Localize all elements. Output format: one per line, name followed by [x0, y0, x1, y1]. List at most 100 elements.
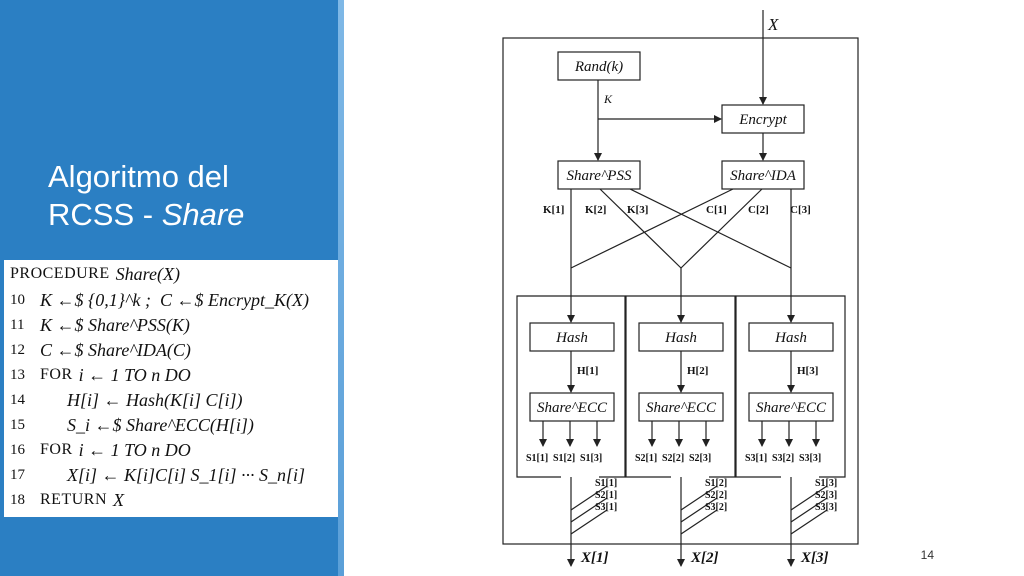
hash-box [529, 322, 615, 352]
k-share-label: K[1] [543, 204, 564, 216]
s-share-label: S3[3] [799, 453, 821, 464]
line-number: 18 [10, 491, 25, 508]
s-collect-slash [570, 497, 608, 523]
s-share-label: S1[3] [580, 453, 602, 464]
s-collect-label: S1[1] [595, 478, 617, 489]
k2-line [599, 188, 682, 269]
line-number: 15 [10, 416, 25, 433]
slide-title: Algoritmo del RCSS - Share [48, 158, 328, 234]
c2-line [680, 188, 763, 269]
column-frame [516, 295, 626, 478]
s-collect-label: S3[1] [595, 502, 617, 513]
s-share-label: S1[2] [553, 453, 575, 464]
algorithm-line: 10 K ←$ {0,1}^k ; C ←$ Encrypt_K(X) [10, 288, 309, 312]
share-ida-box [721, 160, 805, 190]
line-number: 10 [10, 291, 25, 308]
algorithm-box: PROCEDURE Share(X) 10 K ←$ {0,1}^k ; C ←$… [4, 260, 338, 517]
s-share-label: S2[3] [689, 453, 711, 464]
s-collect-label: S2[3] [815, 490, 837, 501]
share-pss-box [557, 160, 641, 190]
h-label: H[2] [687, 365, 708, 377]
s-share-label: S2[1] [635, 453, 657, 464]
title-line2-prefix: RCSS - [48, 197, 162, 232]
encrypt-box-label: Encrypt [738, 112, 787, 128]
column-frame [625, 295, 736, 478]
line-keyword: FOR [40, 441, 73, 458]
algorithm-line: 14 H[i] ← Hash(K[i] C[i]) [10, 388, 243, 412]
s-collect-label: S3[3] [815, 502, 837, 513]
hash-box-label: Hash [774, 330, 807, 346]
output-label: X[1] [580, 550, 609, 566]
sidebar-edge [338, 0, 344, 576]
share-pss-box-label: Share^PSS [567, 168, 632, 184]
h-label: H[3] [797, 365, 818, 377]
line-number: 13 [10, 366, 25, 383]
s-collect-label: S1[3] [815, 478, 837, 489]
s-collect-slash [680, 497, 718, 523]
c-share-label: C[3] [790, 204, 811, 216]
hash-box-label: Hash [664, 330, 697, 346]
s-collect-slash [680, 485, 718, 511]
line-code: C ←$ Share^IDA(C) [40, 339, 191, 360]
hash-box [638, 322, 724, 352]
input-label: X [767, 15, 779, 34]
s-collect-label: S3[2] [705, 502, 727, 513]
s-collect-label: S1[2] [705, 478, 727, 489]
hash-box-label: Hash [555, 330, 588, 346]
encrypt-box [721, 104, 805, 134]
algorithm-line: 12 C ←$ Share^IDA(C) [10, 338, 191, 362]
share-ecc-box-label: Share^ECC [756, 400, 827, 416]
line-code: X[i] ← K[i]C[i] S_1[i] ··· S_n[i] [40, 464, 306, 485]
page-number: 14 [920, 548, 934, 562]
s-share-label: S3[1] [745, 453, 767, 464]
share-ecc-box [529, 392, 615, 422]
c-share-label: C[1] [706, 204, 727, 216]
procedure-signature: Share(X) [115, 263, 180, 284]
key-label: K [603, 92, 613, 106]
line-code: H[i] ← Hash(K[i] C[i]) [40, 389, 243, 410]
algorithm-line: 17 X[i] ← K[i]C[i] S_1[i] ··· S_n[i] [10, 463, 305, 487]
s-share-label: S1[1] [526, 453, 548, 464]
title-line2-italic: Share [161, 197, 245, 232]
rand-box [557, 51, 641, 81]
title-line1: Algoritmo del [48, 159, 229, 194]
algorithm-line: 15 S_i ←$ Share^ECC(H[i]) [10, 413, 254, 437]
k-share-label: K[2] [585, 204, 606, 216]
s-collect-slash [680, 509, 718, 535]
line-number: 16 [10, 441, 25, 458]
s-collect-slash [790, 497, 828, 523]
s-share-label: S2[2] [662, 453, 684, 464]
algorithm-header: PROCEDURE Share(X) [10, 262, 180, 286]
s-collect-slash [790, 509, 828, 535]
algorithm-line: 16 FOR i ← 1 TO n DO [10, 438, 191, 462]
c1-line [570, 188, 734, 269]
procedure-keyword: PROCEDURE [10, 265, 110, 282]
line-number: 12 [10, 341, 25, 358]
s-collect-slash [790, 485, 828, 511]
algorithm-line: 13 FOR i ← 1 TO n DO [10, 363, 191, 387]
s-share-label: S3[2] [772, 453, 794, 464]
line-code: i ← 1 TO n DO [78, 439, 191, 460]
line-code: S_i ←$ Share^ECC(H[i]) [40, 414, 254, 435]
share-ecc-box-label: Share^ECC [646, 400, 717, 416]
share-ecc-box-label: Share^ECC [537, 400, 608, 416]
line-number: 14 [10, 391, 25, 408]
share-ida-box-label: Share^IDA [730, 168, 797, 184]
s-collect-label: S2[2] [705, 490, 727, 501]
s-collect-slash [570, 485, 608, 511]
line-code: i ← 1 TO n DO [78, 364, 191, 385]
k3-line [629, 188, 792, 269]
line-keyword: FOR [40, 366, 73, 383]
share-ecc-box [748, 392, 834, 422]
line-number: 17 [10, 466, 25, 483]
column-frame [735, 295, 846, 478]
s-collect-label: S2[1] [595, 490, 617, 501]
s-collect-slash [570, 509, 608, 535]
line-code: K ←$ {0,1}^k ; C ←$ Encrypt_K(X) [40, 289, 309, 310]
k-share-label: K[3] [627, 204, 648, 216]
line-code: K ←$ Share^PSS(K) [40, 314, 190, 335]
